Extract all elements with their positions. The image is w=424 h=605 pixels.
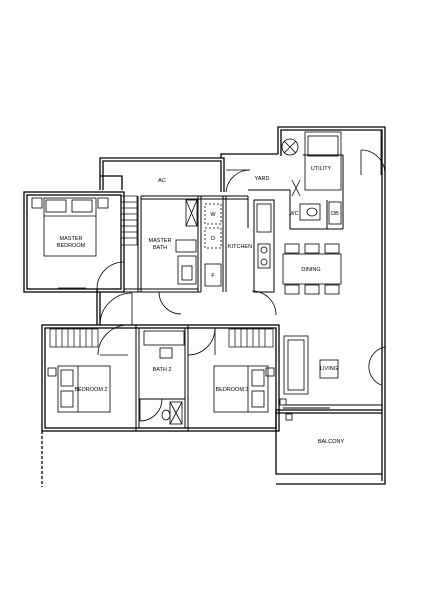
- door-swings: [96, 130, 386, 422]
- room-label-bath2: BATH 2: [153, 367, 172, 373]
- room-label-utility: UTILITY: [311, 166, 332, 172]
- room-label-master-bath: MASTER: [149, 238, 172, 244]
- room-label-yard: YARD: [255, 176, 270, 182]
- room-label-db: DB: [331, 211, 339, 217]
- room-label-balcony: BALCONY: [318, 439, 345, 445]
- outer-walls: [23, 126, 386, 487]
- interior-walls: [124, 154, 382, 432]
- room-label-bedroom2: BEDROOM 2: [74, 387, 107, 393]
- appliance-label-dryer: D: [211, 236, 215, 242]
- room-label-dining: DINING: [301, 267, 320, 273]
- room-label-ac: AC: [158, 178, 166, 184]
- appliance-label-fridge: F: [211, 273, 215, 279]
- appliance-label-washer: W: [210, 212, 216, 218]
- room-label-master-bedroom: MASTER: [60, 236, 83, 242]
- room-label-living: LIVING: [320, 366, 338, 372]
- room-label-kitchen: KITCHEN: [228, 244, 252, 250]
- wardrobes: [49, 195, 274, 348]
- furniture: [31, 131, 342, 425]
- room-label-bedroom3: BEDROOM 3: [215, 387, 248, 393]
- room-label-master-bath-2: BATH: [153, 245, 167, 251]
- room-label-master-bedroom-2: BEDROOM: [57, 243, 86, 249]
- room-label-wc: WC: [289, 211, 298, 217]
